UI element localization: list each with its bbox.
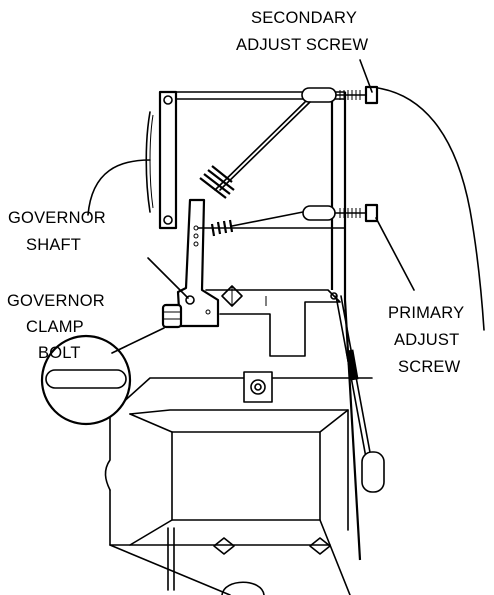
label-clamp-line1: GOVERNOR bbox=[7, 292, 105, 310]
engine-housing-curve bbox=[377, 87, 485, 331]
throttle-cable bbox=[335, 295, 385, 493]
label-governor-shaft-line1: GOVERNOR bbox=[8, 209, 106, 227]
label-primary-line2: ADJUST bbox=[394, 331, 459, 349]
primary-leader bbox=[375, 217, 415, 291]
governor-arm bbox=[176, 198, 220, 328]
clamp-bolt-leader bbox=[111, 327, 165, 354]
label-secondary-line1: SECONDARY bbox=[251, 9, 357, 27]
throttle-linkage bbox=[205, 285, 341, 357]
label-secondary-line2: ADJUST SCREW bbox=[236, 36, 368, 54]
carburetor-body bbox=[87, 90, 346, 230]
label-primary-line3: SCREW bbox=[398, 358, 461, 376]
primary-adjust-assembly bbox=[210, 203, 379, 237]
inset-detail-circle bbox=[40, 334, 132, 426]
governor-shaft-leader bbox=[147, 257, 189, 299]
label-primary-line1: PRIMARY bbox=[388, 304, 464, 322]
engine-block bbox=[104, 371, 373, 595]
label-clamp-line3: BOLT bbox=[38, 344, 81, 362]
label-governor-shaft-line2: SHAFT bbox=[26, 236, 81, 254]
governor-clamp-bolt bbox=[161, 303, 183, 329]
mount-bracket bbox=[330, 92, 362, 561]
secondary-adjust-assembly bbox=[199, 85, 379, 199]
secondary-leader bbox=[359, 59, 373, 93]
label-clamp-line2: CLAMP bbox=[26, 318, 84, 336]
